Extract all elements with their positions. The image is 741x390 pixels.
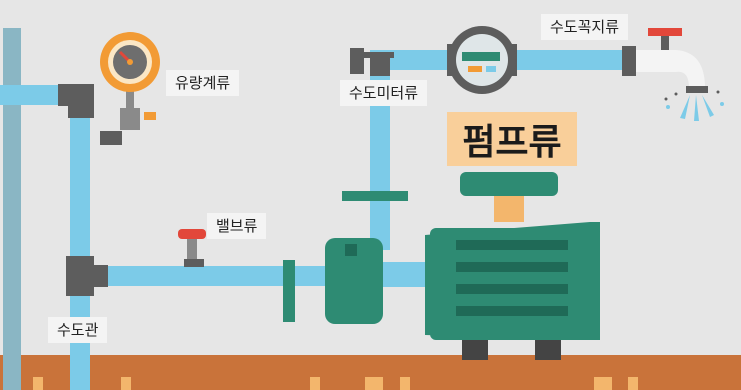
pipe-joints	[58, 46, 636, 322]
wall-pipe	[3, 28, 21, 390]
faucet-label: 수도꼭지류	[541, 14, 629, 40]
pressure-gauge-icon	[100, 32, 160, 145]
valve-label: 밸브류	[207, 213, 267, 239]
pump-title: 펌프류	[447, 112, 577, 166]
flow-meter-label: 유량계류	[166, 70, 240, 96]
water-pipe-label: 수도관	[48, 317, 108, 343]
faucet-icon	[636, 28, 724, 121]
pump-icon	[325, 172, 600, 360]
valve-handle-icon	[178, 229, 206, 267]
water-meter-label: 수도미터류	[340, 80, 428, 106]
water-meter-icon	[447, 26, 517, 94]
floor	[0, 355, 741, 390]
